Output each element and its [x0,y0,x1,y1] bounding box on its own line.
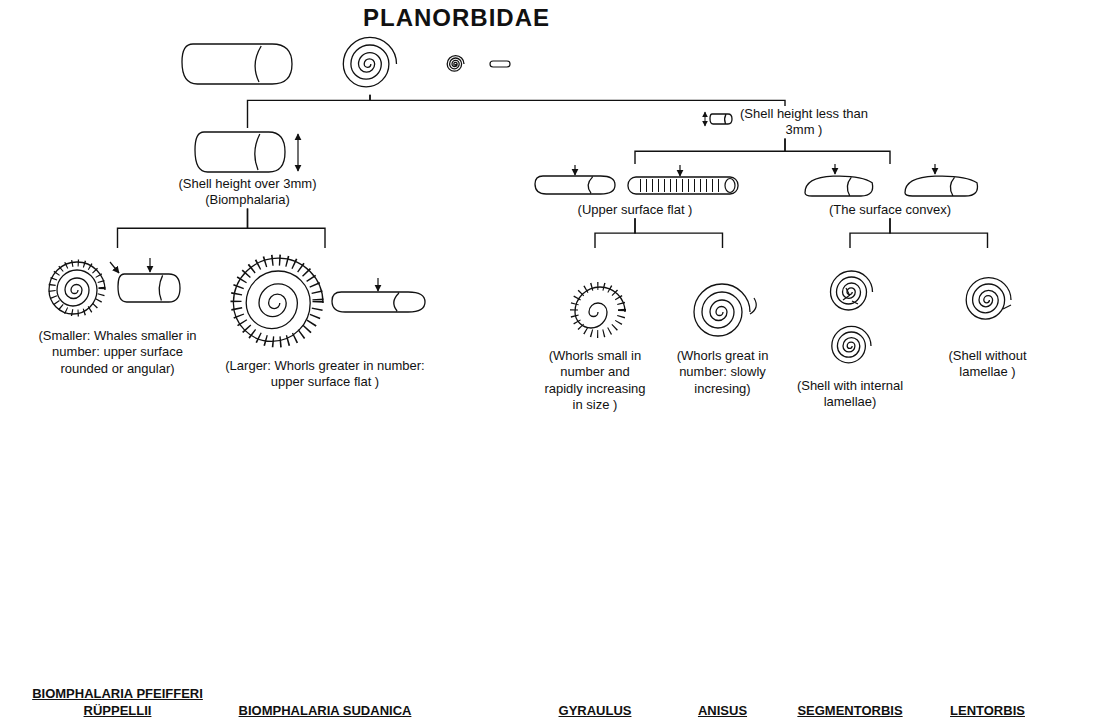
family-title: PLANORBIDAE [170,4,570,33]
taxon-leaf: (Whorls small in number and rapidly incr… [540,248,650,720]
shell-side-view [195,132,285,172]
key-connector [785,139,890,165]
taxon-name: GYRAULUS [540,703,650,720]
shell-side-view [182,44,292,84]
key-branch: (Shell height over 3mm)(Biomphalaria) [160,128,335,209]
key-connector [890,218,988,248]
key-character: (Upper surface flat ) [520,202,750,218]
key-character: (Whorls great in number: slowly incresin… [665,348,780,397]
taxon-leaf: (Shell with internal lamellae) SEGMENTORB… [790,248,910,720]
key-character: (Shell height over 3mm) [160,176,335,192]
key-branch: (Shell height less than 3mm ) [700,106,870,139]
pointer-arrow [574,165,575,175]
taxon-name: BIOMPHALARIA SUDANICA [220,703,430,720]
key-connector [850,218,890,248]
key-connector [118,209,248,249]
shell-top-view [575,287,625,328]
pointer-arrow [149,258,150,272]
key-character: (Larger: Whorls greater in number: upper… [220,358,430,391]
taxon-name: ANISUS [665,703,780,720]
shell-top-view [831,271,873,310]
pointer-arrow [110,262,119,273]
shell-top-view [49,262,105,314]
shell-side-view [535,176,615,194]
shell-side-view [118,274,180,302]
shell-aperture [1003,305,1011,309]
key-connector [635,218,723,248]
shell-side-view [490,61,510,67]
key-connector [595,218,635,248]
key-character: (The surface convex) [790,202,990,218]
shell-top-view [233,258,323,341]
key-character: (Shell without lamellae ) [925,348,1050,381]
internal-lamellae [843,288,858,304]
key-branch: (The surface convex) [790,164,990,218]
shell-top-view [343,37,396,86]
pointer-arrow [377,278,378,291]
taxon-leaf: (Larger: Whorls greater in number: upper… [220,248,430,720]
pointer-arrow [934,164,935,174]
key-character: (Shell height less than 3mm ) [738,106,870,139]
shell-aperture [725,179,735,193]
shell-aperture [750,298,756,314]
key-connector [635,139,785,165]
shell-side-view [805,176,873,196]
key-character: (Shell with internal lamellae) [790,378,910,411]
taxon-name: BIOMPHALARIA PFEIFFERI RÜPPELLII [30,686,205,720]
key-connector [370,95,785,106]
key-connector [248,209,326,249]
key-character: (Whorls small in number and rapidly incr… [540,348,650,413]
shell-side-view [710,114,732,124]
taxon-leaf: (Whorls great in number: slowly incresin… [665,248,780,720]
shell-side-view [628,177,738,194]
height-arrow [705,112,706,126]
key-character: (Biomphalaria) [160,192,335,208]
shell-top-view [694,284,750,336]
taxon-leaf: (Shell without lamellae ) LENTORBIS [925,248,1050,720]
pointer-arrow [834,164,835,174]
key-connector [248,95,371,128]
taxon-name: SEGMENTORBIS [790,703,910,720]
shell-ribs [640,179,722,192]
shell-top-view [966,278,1011,320]
root-group: PLANORBIDAE [170,4,570,95]
taxon-leaf: (Smaller: Whales smaller in number: uppe… [30,248,205,720]
shell-top-view [447,56,464,72]
shell-top-view [832,326,871,362]
key-character: (Smaller: Whales smaller in number: uppe… [30,328,205,377]
shell-ribs [236,260,318,342]
taxon-name: LENTORBIS [925,703,1050,720]
height-arrow [297,134,298,171]
key-branch: (Upper surface flat ) [520,164,750,218]
pointer-arrow [679,165,680,176]
shell-side-view [905,176,978,196]
shell-side-view [332,292,425,312]
